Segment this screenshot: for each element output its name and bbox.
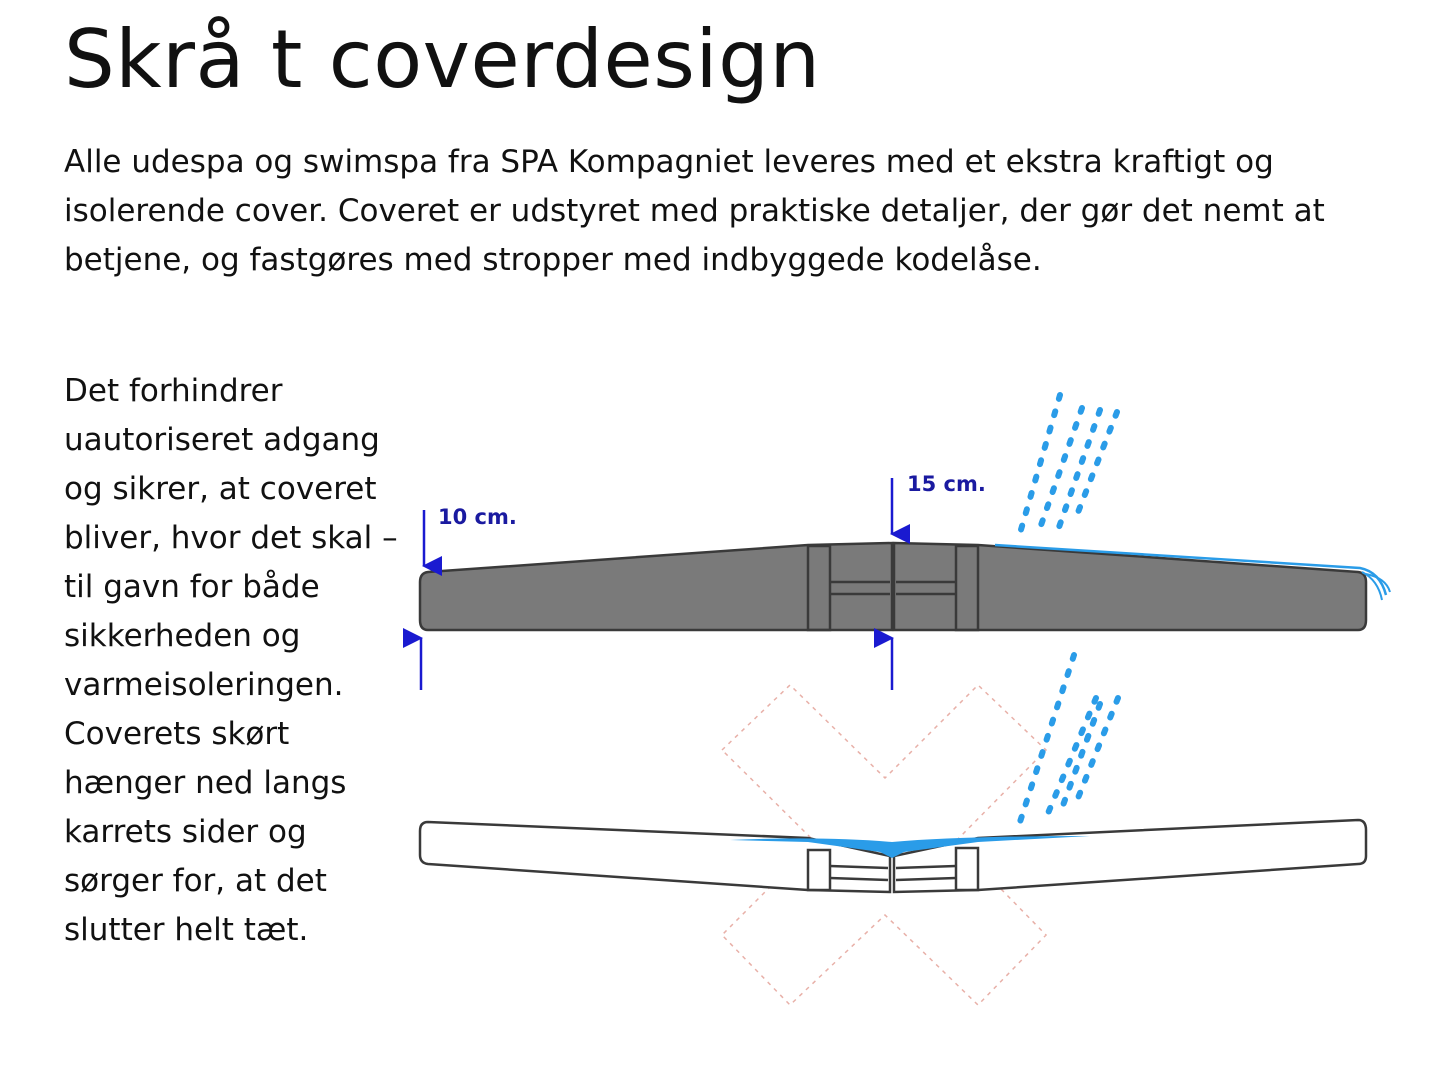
up-arrow-icon (403, 628, 894, 690)
cross-mark-icon (720, 683, 1048, 1007)
rain-icon (1015, 392, 1120, 543)
cover-diagram: 10 cm. 15 cm. (403, 392, 1391, 1007)
down-arrow-icon (422, 478, 910, 576)
page-title: Skrå t coverdesign (64, 13, 821, 106)
flat-cover (418, 818, 1368, 894)
intro-paragraph: Alle udespa og swimspa fra SPA Kompagnie… (64, 144, 1325, 278)
sloped-cover (418, 541, 1391, 632)
rain-icon (1015, 652, 1121, 831)
side-paragraph: Det forhindrer uautoriseret adgang og si… (64, 373, 398, 948)
dimension-label-center: 15 cm. (907, 472, 986, 496)
dimension-label-left: 10 cm. (438, 505, 517, 529)
